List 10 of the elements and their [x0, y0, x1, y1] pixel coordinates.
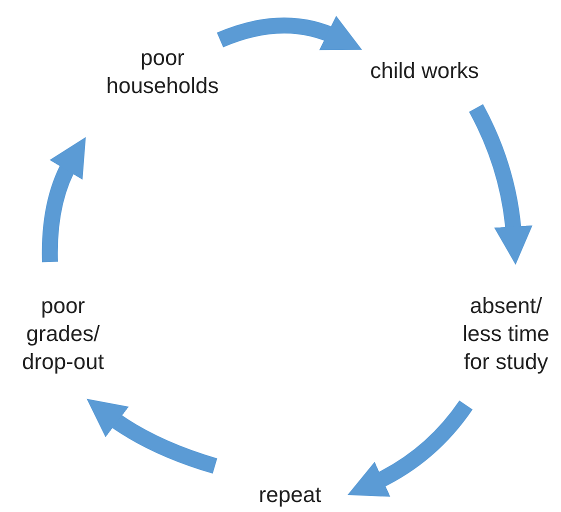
arrow	[348, 400, 473, 496]
arrow	[217, 16, 363, 51]
step-label: poor households	[105, 44, 220, 100]
step-label: repeat	[258, 481, 322, 509]
step-label: absent/ less time for study	[462, 292, 550, 376]
arrow	[86, 399, 218, 474]
step-label: poor grades/ drop-out	[21, 292, 105, 376]
arrow	[468, 104, 532, 265]
arrow	[42, 136, 86, 262]
step-label: child works	[370, 57, 479, 85]
